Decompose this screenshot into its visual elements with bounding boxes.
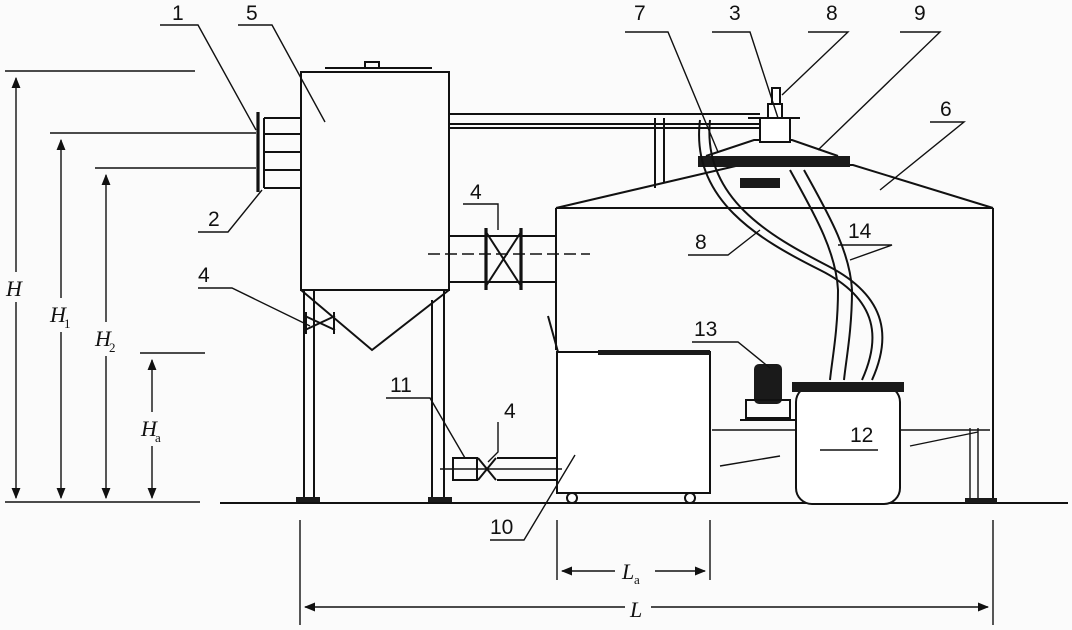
hoses xyxy=(698,119,884,381)
callout-5: 5 xyxy=(246,2,258,25)
hopper-drain-valve xyxy=(304,312,336,334)
rotary-distributor xyxy=(698,87,850,188)
inlet-flange xyxy=(256,112,301,192)
callout-3: 3 xyxy=(729,2,741,25)
callout-8-hose: 8 xyxy=(695,231,707,254)
callout-4-outlet-valve: 4 xyxy=(504,400,516,423)
callout-9: 9 xyxy=(914,2,926,25)
callout-14: 14 xyxy=(848,220,872,243)
svg-text:H: H xyxy=(140,416,158,441)
callout-8-top: 8 xyxy=(826,2,838,25)
callout-4-pipe-valve: 4 xyxy=(470,181,482,204)
svg-text:H: H xyxy=(49,302,67,327)
filter-cart xyxy=(547,315,711,504)
callout-7: 7 xyxy=(634,2,646,25)
dimension-label-h: H xyxy=(3,272,29,302)
callout-13: 13 xyxy=(694,318,717,341)
svg-text:L: L xyxy=(629,597,642,622)
svg-text:2: 2 xyxy=(109,340,116,355)
submersible-pump xyxy=(740,364,796,421)
callout-leaders xyxy=(160,24,966,541)
dimension-label-l: L xyxy=(625,594,651,622)
outlet-pipe-valve xyxy=(440,457,562,481)
callout-2: 2 xyxy=(208,208,220,231)
dimension-label-h1: H 1 xyxy=(47,298,75,332)
collection-container xyxy=(792,382,904,505)
height-dimension-guides xyxy=(5,70,256,503)
dimension-label-h2: H 2 xyxy=(92,322,120,356)
dimension-label-ha: H a xyxy=(138,412,166,446)
settling-hopper-tank xyxy=(296,61,452,502)
callout-1: 1 xyxy=(172,2,184,25)
svg-text:1: 1 xyxy=(64,316,71,331)
svg-text:L: L xyxy=(621,559,634,584)
svg-text:H: H xyxy=(5,276,23,301)
svg-text:H: H xyxy=(94,326,112,351)
callout-11: 11 xyxy=(390,374,412,397)
callout-4-hopper-valve: 4 xyxy=(198,264,210,287)
main-tank xyxy=(555,164,997,503)
callout-10: 10 xyxy=(490,516,513,539)
connecting-pipe-with-valve xyxy=(428,228,590,290)
callout-12: 12 xyxy=(850,424,873,447)
callout-6: 6 xyxy=(940,98,952,121)
svg-text:a: a xyxy=(155,430,161,445)
top-pipe xyxy=(449,113,760,188)
svg-text:a: a xyxy=(634,572,640,587)
dimension-label-la: L a xyxy=(615,557,655,587)
